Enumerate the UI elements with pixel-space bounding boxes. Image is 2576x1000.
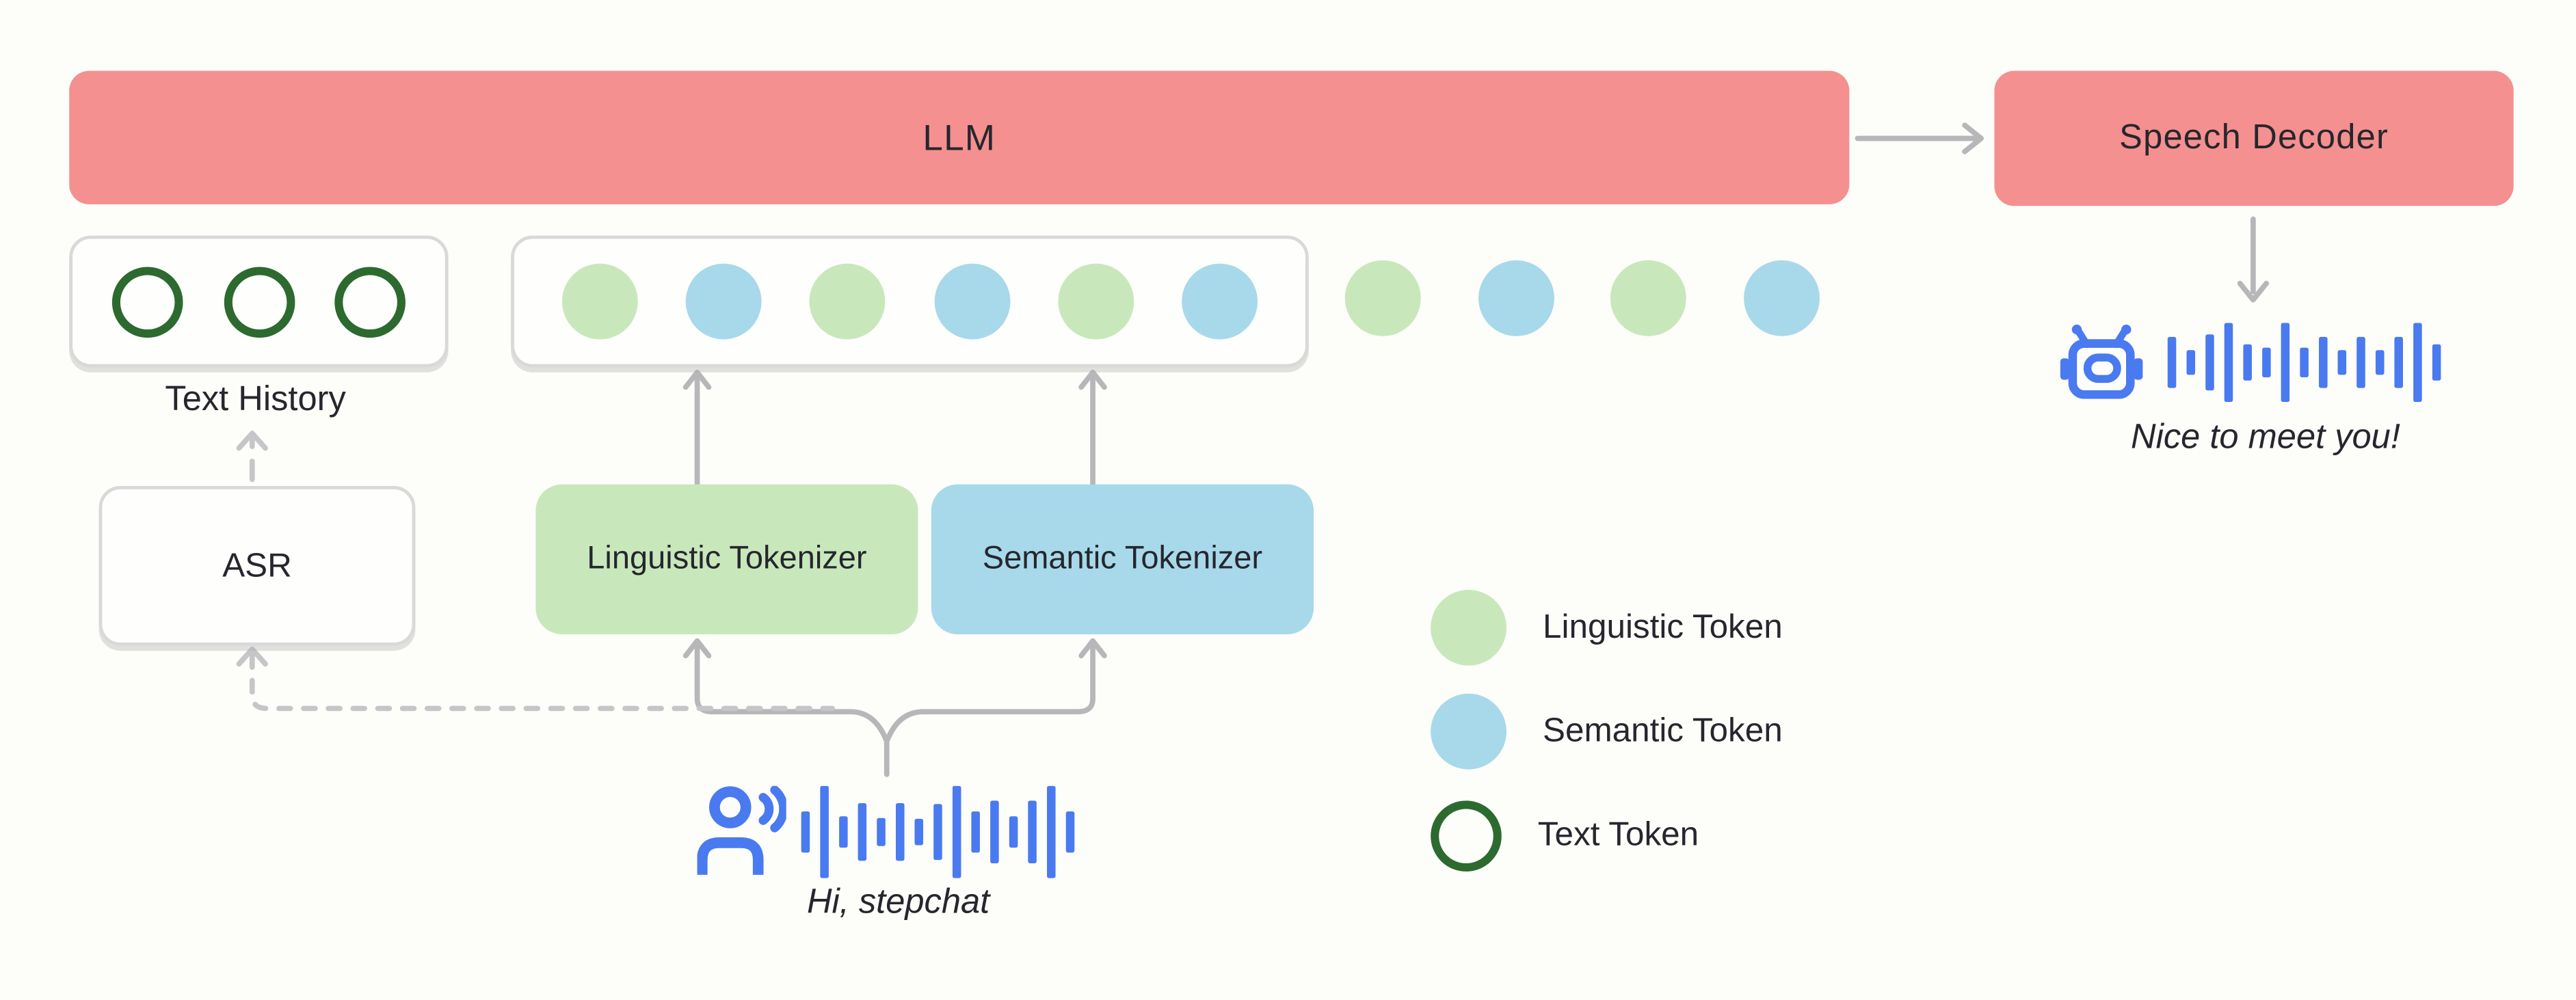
legend-label: Text Token	[1537, 815, 1699, 854]
linguistic-tokenizer-box: Linguistic Tokenizer	[535, 484, 918, 634]
assistant-output-text: Nice to meet you!	[2131, 418, 2400, 457]
text-token-circle	[334, 266, 406, 337]
asr-label: ASR	[222, 546, 292, 584]
input-waveform-icon	[801, 785, 1075, 878]
dashed-arrow-speech-to-asr	[249, 653, 836, 712]
arrow-speech-to-linguistic	[694, 641, 890, 744]
text-history-box	[69, 235, 449, 368]
linguistic-token-circle	[1610, 260, 1687, 336]
asr-box: ASR	[98, 486, 416, 646]
text-token-circle	[112, 266, 184, 337]
text-history-label: Text History	[165, 380, 346, 419]
legend-item-text: Text Token	[1431, 798, 1783, 874]
linguistic-token-circle	[562, 263, 639, 340]
text-token-swatch	[1431, 800, 1502, 871]
context-token-box	[511, 235, 1309, 368]
llm-box: LLM	[69, 70, 1850, 204]
legend-label: Linguistic Token	[1543, 608, 1783, 646]
semantic-tokenizer-label: Semantic Tokenizer	[982, 541, 1263, 578]
legend-item-semantic: Semantic Token	[1431, 693, 1783, 770]
legend-item-linguistic: Linguistic Token	[1431, 589, 1783, 666]
semantic-token-circle	[933, 263, 1010, 340]
semantic-token-circle	[1744, 260, 1820, 336]
text-token-circle	[223, 266, 295, 337]
linguistic-token-circle	[810, 263, 886, 340]
speech-decoder-box: Speech Decoder	[1994, 70, 2514, 206]
linguistic-tokenizer-label: Linguistic Tokenizer	[587, 541, 867, 578]
semantic-tokenizer-box: Semantic Tokenizer	[931, 484, 1314, 634]
user-input-text: Hi, stepchat	[806, 882, 990, 921]
linguistic-token-circle	[1344, 260, 1421, 336]
generated-token-row	[1344, 236, 1820, 361]
output-waveform-icon	[2167, 323, 2441, 403]
arrow-speech-to-semantic	[884, 641, 1096, 744]
speaking-person-icon	[697, 785, 786, 875]
semantic-token-circle	[1478, 260, 1554, 336]
legend-label: Semantic Token	[1543, 712, 1783, 750]
linguistic-token-circle	[1057, 263, 1134, 340]
semantic-token-swatch	[1431, 693, 1507, 770]
llm-label: LLM	[922, 116, 996, 158]
semantic-token-circle	[686, 263, 762, 340]
speech-decoder-label: Speech Decoder	[2119, 118, 2389, 157]
linguistic-token-swatch	[1431, 589, 1507, 666]
robot-icon	[2060, 324, 2143, 399]
semantic-token-circle	[1181, 263, 1258, 340]
